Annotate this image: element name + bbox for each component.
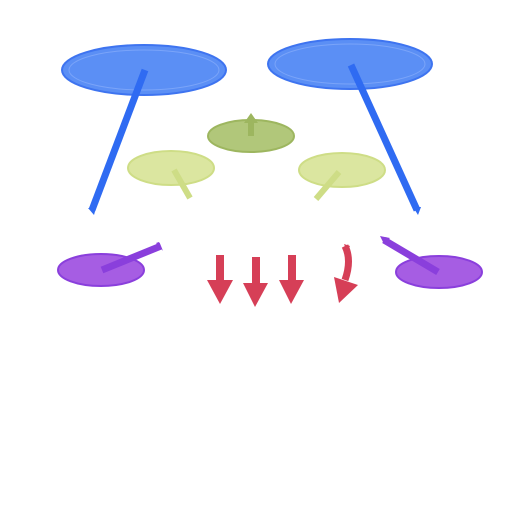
lime-ellipse-right (298, 152, 386, 188)
purple-bar-right-tip (380, 236, 390, 244)
red-arrow-down-2 (243, 257, 268, 307)
blue-line-right-tip (413, 207, 421, 215)
purple-ellipse-right (395, 255, 483, 289)
lime-bar-right (313, 170, 342, 201)
olive-arrow-head (244, 113, 258, 123)
blue-line-right (347, 63, 421, 212)
red-arrow-curved (334, 244, 358, 303)
red-arrow-down-3 (279, 255, 304, 304)
olive-arrow-shaft (248, 121, 254, 136)
blue-ellipse-right (267, 38, 433, 90)
blue-line-left-tip (88, 208, 96, 215)
red-arrow-down-1 (207, 255, 233, 304)
lime-ellipse-left (127, 150, 215, 186)
blue-line-left (88, 68, 149, 212)
purple-bar-left-tip (156, 242, 163, 251)
purple-bar-right (382, 236, 440, 276)
lime-bar-left (171, 168, 193, 200)
blue-ellipse-left-highlight (68, 49, 220, 91)
blue-ellipse-right-highlight (274, 43, 426, 85)
purple-bar-left (100, 242, 163, 274)
